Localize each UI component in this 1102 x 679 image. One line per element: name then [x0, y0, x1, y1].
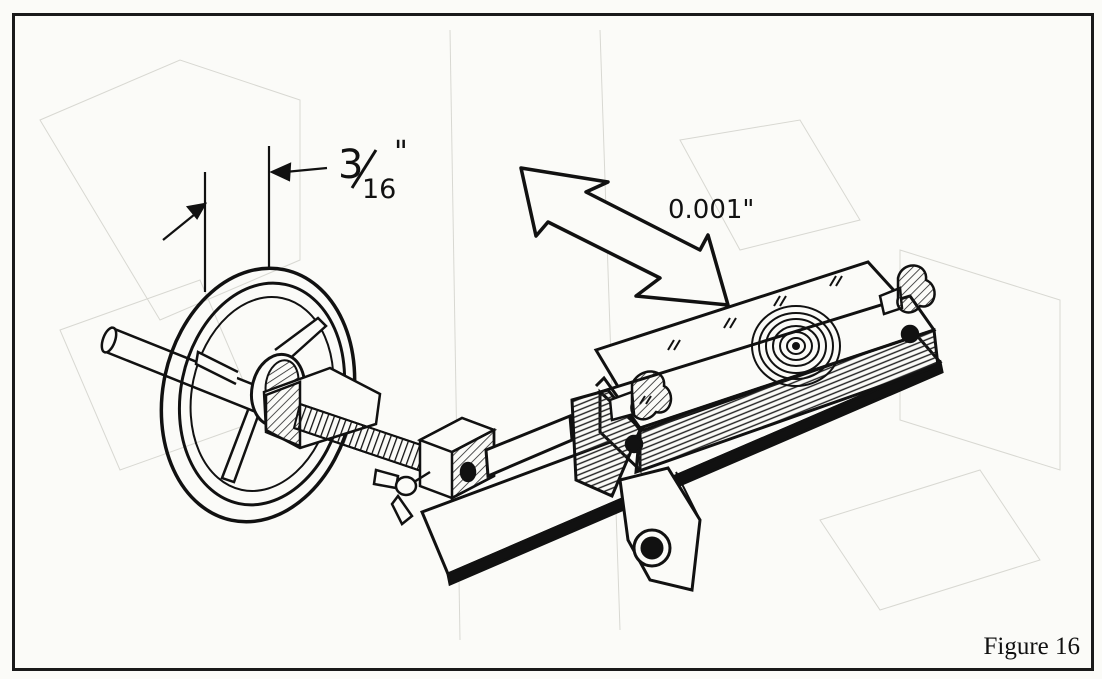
inch-mark: " [394, 135, 408, 170]
figure-frame [12, 13, 1094, 671]
figure-caption: Figure 16 [977, 631, 1086, 663]
thumb-screw-right-icon [878, 264, 936, 344]
carriage-block [570, 260, 940, 498]
thumb-screw-left-icon [608, 370, 673, 454]
travel-label: 0.001" [668, 195, 754, 225]
dimension-offset [162, 146, 328, 292]
wing-nut-icon [372, 468, 431, 526]
travel-arrow-icon [519, 166, 730, 307]
spiral-dial-icon [751, 305, 841, 387]
nut-block [416, 416, 498, 501]
fraction-denominator: 16 [362, 174, 396, 205]
fraction-numerator: 3 [338, 142, 363, 188]
pivot-bracket [618, 466, 702, 592]
dimension-offset-label: 3 16 " [338, 135, 408, 205]
